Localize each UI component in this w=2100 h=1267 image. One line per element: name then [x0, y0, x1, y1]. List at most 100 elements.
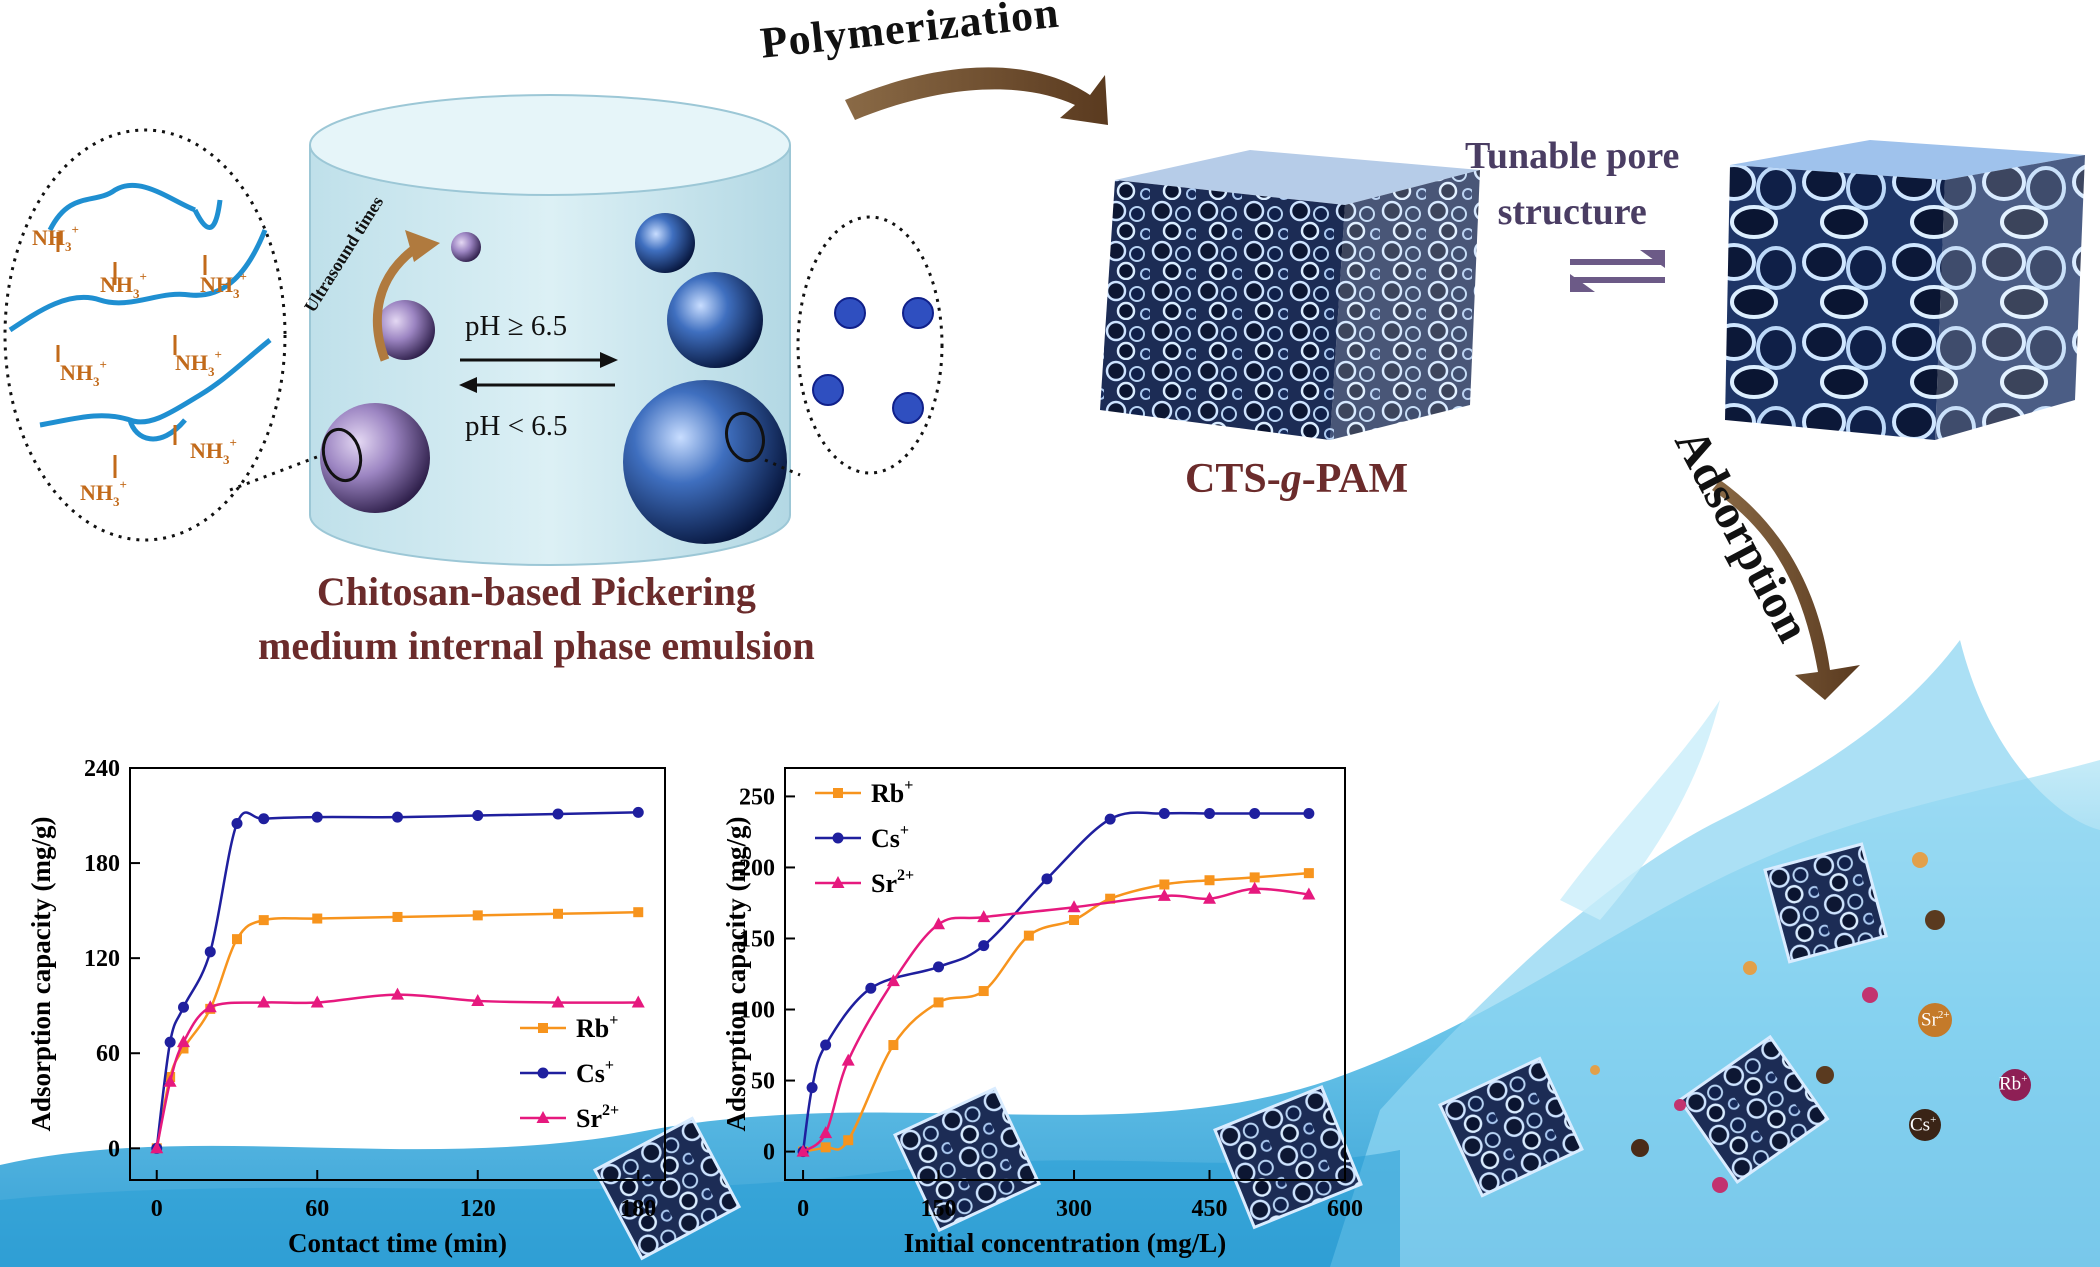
legend-marker: [537, 1067, 549, 1079]
ion-rb-symbol: Rb: [1999, 1073, 2022, 1095]
ion-cs-charge: +: [1930, 1114, 1937, 1126]
floating-adsorbent-cubes: [592, 842, 1889, 1261]
legend-marker: [831, 876, 845, 888]
data-point: [1041, 873, 1053, 885]
ph-low-label: pH < 6.5: [465, 410, 568, 442]
data-point: [472, 910, 483, 921]
data-point: [231, 817, 243, 829]
data-point: [1249, 872, 1260, 883]
data-point: [819, 1126, 833, 1139]
data-point: [392, 911, 403, 922]
x-tick-label: 150: [921, 1196, 957, 1222]
data-point: [865, 982, 877, 994]
data-point: [471, 993, 485, 1006]
legend-marker: [538, 1023, 548, 1033]
large-purple-droplet: [320, 403, 430, 513]
data-point: [178, 1001, 189, 1013]
data-point: [312, 913, 323, 924]
data-point: [632, 806, 644, 818]
data-point: [820, 1039, 832, 1051]
isotherm-chart-frame: [784, 767, 1346, 1181]
legend-name: Rb: [576, 1014, 609, 1043]
svg-text:NH3+: NH3+: [100, 269, 147, 301]
x-axis-label: Contact time (min): [288, 1228, 507, 1258]
data-point: [886, 974, 900, 987]
nanoparticle-inset: [764, 215, 944, 477]
series-rb: Rb+: [151, 907, 644, 1154]
data-point: [164, 1036, 176, 1048]
data-point: [1249, 807, 1261, 819]
series-cs: Cs+: [797, 807, 1315, 1158]
chain-label-5-sup: +: [215, 347, 222, 362]
data-point: [1105, 893, 1116, 904]
data-point: [1069, 915, 1080, 926]
data-point: [977, 910, 991, 923]
x-tick-label: 120: [460, 1196, 496, 1222]
ion-sr-symbol: Sr: [1921, 1009, 1938, 1031]
series-sr: Sr2+: [796, 867, 1316, 1157]
emulsion-line-2: medium internal phase emulsion: [258, 623, 815, 668]
chain-label-2-sub: 3: [133, 286, 140, 301]
polymerization-arrow: [845, 67, 1108, 125]
data-point: [163, 1074, 177, 1087]
data-point: [1157, 888, 1171, 901]
data-point: [978, 940, 990, 952]
data-point: [841, 1053, 855, 1066]
series-sr: Sr2+: [150, 987, 645, 1154]
emulsion-line-1: Chitosan-based Pickering: [316, 569, 756, 614]
chain-label-4: NH: [60, 360, 93, 385]
chain-label-6: NH: [190, 438, 223, 463]
chain-label-3-sup: +: [240, 269, 247, 284]
data-point: [203, 1000, 217, 1013]
svg-text:NH3+: NH3+: [60, 357, 107, 389]
y-tick-label: 120: [84, 946, 120, 972]
series-line-sr: [155, 993, 639, 1149]
data-point: [933, 997, 944, 1008]
ion-particles: [1590, 852, 2031, 1193]
y-tick-label: 180: [84, 851, 120, 877]
data-point: [820, 1142, 831, 1153]
chain-label-4-sup: +: [100, 357, 107, 372]
legend-charge: 2+: [602, 1102, 619, 1119]
data-point: [1023, 930, 1034, 941]
ion-label-rb: Rb+: [1999, 1073, 2027, 1095]
data-point: [806, 1082, 818, 1094]
legend-marker: [536, 1111, 550, 1123]
data-point: [1203, 891, 1217, 904]
chain-label-7: NH: [80, 480, 113, 505]
data-point: [552, 808, 564, 820]
small-purple-droplet: [451, 232, 481, 262]
data-point: [978, 986, 989, 997]
data-point: [178, 1043, 189, 1054]
emulsion-droplets: [320, 213, 787, 544]
data-point: [933, 961, 945, 973]
data-point: [177, 1035, 190, 1048]
y-tick-label: 0: [108, 1136, 120, 1162]
svg-text:NH3+: NH3+: [200, 269, 247, 301]
data-point: [1303, 868, 1314, 879]
data-point: [257, 995, 271, 1008]
data-point: [1303, 807, 1315, 819]
legend-charge: 2+: [897, 867, 914, 884]
chain-label-5-sub: 3: [208, 364, 215, 379]
equilibrium-arrows: [1570, 250, 1665, 292]
data-point: [1067, 900, 1081, 913]
cts-g-pam-label: CTS-g-PAM: [1185, 455, 1408, 503]
chain-label-2-sup: +: [140, 269, 147, 284]
legend-label: Cs+: [871, 822, 909, 853]
y-axis-label: Adsorption capacity (mg/g): [721, 817, 751, 1132]
chain-label-7-sub: 3: [113, 494, 120, 509]
svg-text:NH3+: NH3+: [175, 347, 222, 379]
ion-label-cs: Cs+: [1910, 1114, 1936, 1136]
y-tick-label: 250: [739, 784, 775, 810]
series-cs: Cs+: [151, 806, 644, 1154]
cts-italic: g: [1280, 456, 1302, 502]
x-tick-label: 300: [1056, 1196, 1092, 1222]
data-point: [204, 946, 216, 958]
data-point: [310, 995, 324, 1008]
ion-rb-charge: +: [2021, 1073, 2028, 1085]
data-point: [258, 915, 269, 926]
